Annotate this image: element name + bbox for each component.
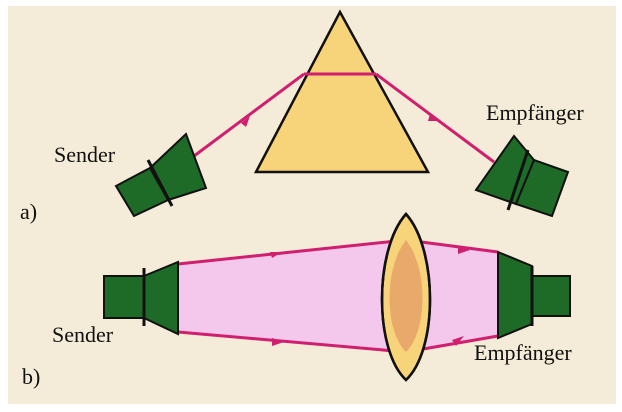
lens-edge <box>380 212 432 382</box>
receiver-horn-a-body <box>514 158 570 218</box>
sender-horn-b-body <box>103 275 145 319</box>
sender-horn-b <box>103 260 179 336</box>
receiver-horn-a <box>474 134 570 218</box>
sender-horn-a-flange <box>146 159 174 207</box>
panel-b-label: b) <box>22 364 40 389</box>
ray-arrow-b4 <box>452 336 464 346</box>
beam-top-left <box>177 238 407 266</box>
panel-b: Sender b) Empfänger <box>22 212 572 389</box>
beam-bottom-left <box>177 330 407 354</box>
panel-a-label: a) <box>20 199 37 224</box>
panel-a: a) Sender Empfänger <box>20 9 584 224</box>
receiver-horn-b-body <box>531 275 571 317</box>
ray-arrow-b2 <box>458 246 470 254</box>
incident-ray-a <box>185 72 305 164</box>
ray-arrow-b3 <box>272 338 284 346</box>
ray-arrow-a2 <box>428 114 440 121</box>
sender-label-b: Sender <box>52 322 114 347</box>
prism <box>253 9 431 174</box>
sender-label-a: Sender <box>54 142 116 167</box>
ray-arrow-b1 <box>270 252 282 258</box>
receiver-label-b: Empfänger <box>474 340 572 365</box>
receiver-horn-b-flare <box>497 250 533 340</box>
sender-horn-a <box>114 132 208 218</box>
ray-arrow-a1 <box>241 116 250 127</box>
lens-beam-overlap <box>389 240 423 352</box>
receiver-horn-b <box>497 250 571 340</box>
receiver-horn-a-flange <box>506 149 530 211</box>
receiver-label-a: Empfänger <box>486 100 584 125</box>
